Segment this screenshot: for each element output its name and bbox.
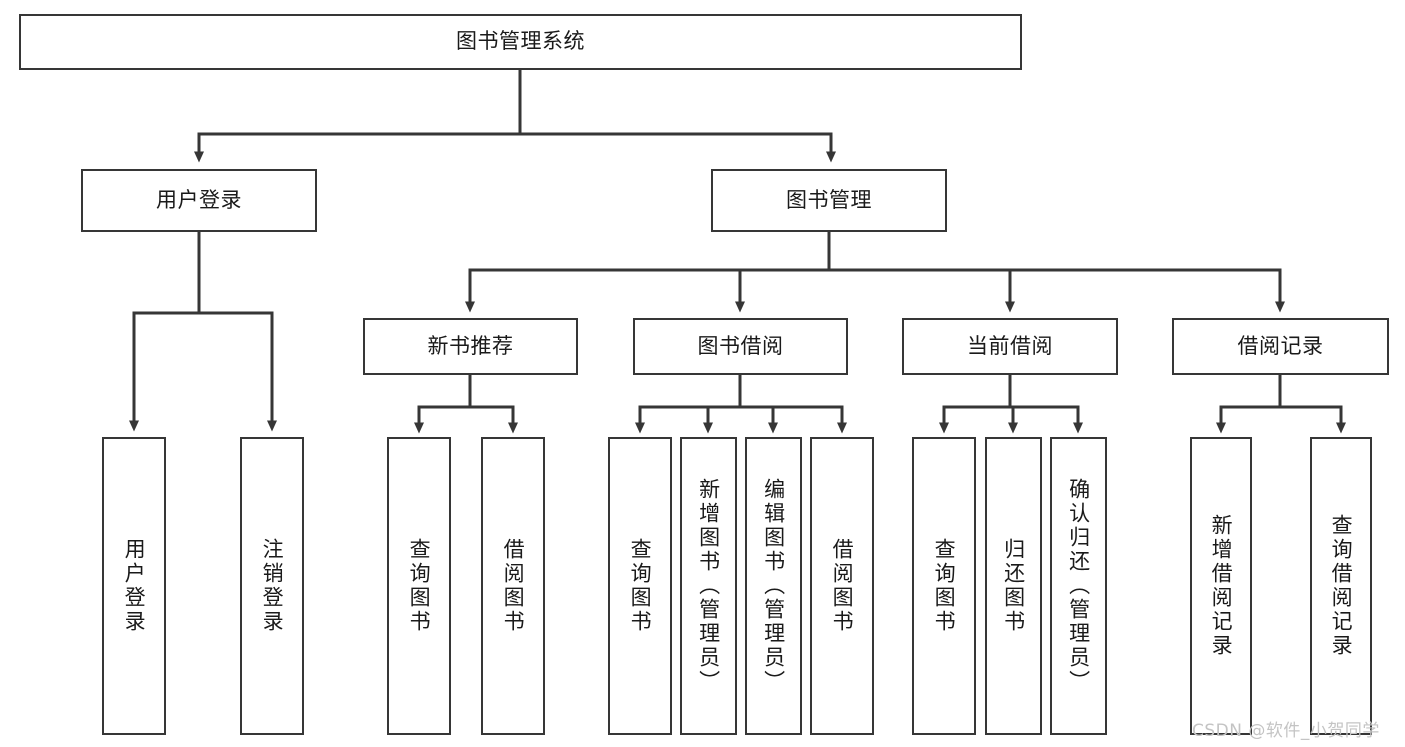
node-leaf-query-book-current[interactable]: 查询图书 bbox=[912, 437, 976, 735]
node-new-book-recommend[interactable]: 新书推荐 bbox=[363, 318, 578, 375]
node-leaf-confirm-return-admin-label: 确认归还（管理员） bbox=[1066, 478, 1091, 694]
node-leaf-add-borrow-record[interactable]: 新增借阅记录 bbox=[1190, 437, 1252, 735]
node-leaf-user-login[interactable]: 用户登录 bbox=[102, 437, 166, 735]
node-book-manage[interactable]: 图书管理 bbox=[711, 169, 947, 232]
node-leaf-borrow-book[interactable]: 借阅图书 bbox=[810, 437, 874, 735]
node-root[interactable]: 图书管理系统 bbox=[19, 14, 1022, 70]
node-leaf-query-book-rec-label: 查询图书 bbox=[407, 538, 432, 634]
node-leaf-logout[interactable]: 注销登录 bbox=[240, 437, 304, 735]
node-current-borrow[interactable]: 当前借阅 bbox=[902, 318, 1118, 375]
node-leaf-borrow-book-rec-label: 借阅图书 bbox=[501, 538, 526, 634]
node-user-login[interactable]: 用户登录 bbox=[81, 169, 317, 232]
node-leaf-edit-book-admin[interactable]: 编辑图书（管理员） bbox=[745, 437, 802, 735]
node-book-manage-label: 图书管理 bbox=[786, 187, 872, 212]
node-borrow-record[interactable]: 借阅记录 bbox=[1172, 318, 1389, 375]
node-leaf-add-book-admin[interactable]: 新增图书（管理员） bbox=[680, 437, 737, 735]
node-leaf-borrow-book-label: 借阅图书 bbox=[830, 538, 855, 634]
node-leaf-add-borrow-record-label: 新增借阅记录 bbox=[1209, 514, 1234, 658]
node-leaf-borrow-book-rec[interactable]: 借阅图书 bbox=[481, 437, 545, 735]
node-leaf-logout-label: 注销登录 bbox=[260, 538, 285, 634]
node-leaf-edit-book-admin-label: 编辑图书（管理员） bbox=[761, 478, 786, 694]
node-current-borrow-label: 当前借阅 bbox=[967, 333, 1053, 358]
node-leaf-query-book-current-label: 查询图书 bbox=[932, 538, 957, 634]
node-leaf-query-borrow-record-label: 查询借阅记录 bbox=[1329, 514, 1354, 658]
node-user-login-label: 用户登录 bbox=[156, 187, 242, 212]
node-leaf-query-book-borrow[interactable]: 查询图书 bbox=[608, 437, 672, 735]
node-book-borrow[interactable]: 图书借阅 bbox=[633, 318, 848, 375]
node-borrow-record-label: 借阅记录 bbox=[1237, 333, 1324, 358]
node-leaf-query-borrow-record[interactable]: 查询借阅记录 bbox=[1310, 437, 1372, 735]
node-leaf-add-book-admin-label: 新增图书（管理员） bbox=[696, 478, 721, 694]
node-leaf-return-book[interactable]: 归还图书 bbox=[985, 437, 1042, 735]
node-leaf-user-login-label: 用户登录 bbox=[122, 538, 147, 634]
node-book-borrow-label: 图书借阅 bbox=[697, 333, 784, 358]
node-leaf-return-book-label: 归还图书 bbox=[1001, 538, 1026, 634]
node-leaf-confirm-return-admin[interactable]: 确认归还（管理员） bbox=[1050, 437, 1107, 735]
node-leaf-query-book-borrow-label: 查询图书 bbox=[628, 538, 653, 634]
node-leaf-query-book-rec[interactable]: 查询图书 bbox=[387, 437, 451, 735]
csdn-watermark: CSDN @软件_小贺同学 bbox=[1192, 721, 1380, 741]
node-new-book-recommend-label: 新书推荐 bbox=[427, 333, 514, 358]
node-root-label: 图书管理系统 bbox=[456, 29, 585, 54]
